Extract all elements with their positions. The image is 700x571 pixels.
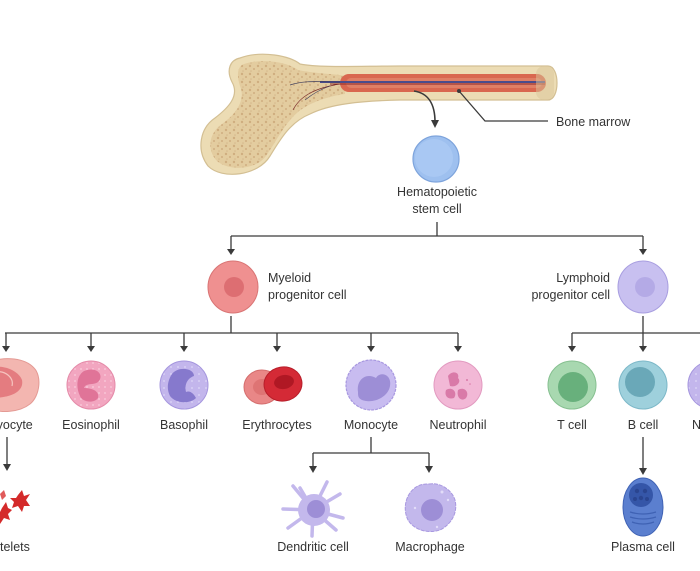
macrophage-label: Macrophage — [395, 540, 465, 554]
basophil-label: Basophil — [160, 418, 208, 432]
b-cell — [618, 360, 668, 410]
spongy-bone — [210, 61, 345, 168]
hematopoietic-stem-cell — [412, 135, 460, 183]
platelets-cell — [0, 490, 30, 524]
platelets-label: telets — [0, 540, 30, 554]
branch-stem — [231, 222, 643, 237]
erythrocytes-cell — [243, 366, 303, 405]
neutrophil-label: Neutrophil — [430, 418, 487, 432]
myeloid-arrows — [2, 333, 462, 352]
nk-cell-label: N — [692, 418, 700, 432]
monocyte-label: Monocyte — [344, 418, 398, 432]
b-cell-label: B cell — [628, 418, 659, 432]
lymphoid-label-line1: Lymphoid — [556, 271, 610, 285]
basophil-cell — [159, 360, 209, 410]
branch-myeloid — [5, 316, 458, 334]
branch-monocyte — [313, 437, 429, 454]
stem-cell-label-line1: Hematopoietic — [397, 185, 477, 199]
femur-bone — [200, 53, 558, 175]
erythrocytes-label: Erythrocytes — [242, 418, 311, 432]
nk-cell — [687, 363, 700, 407]
myeloid-progenitor-cell — [207, 260, 259, 314]
dendritic-cell — [281, 480, 345, 538]
dendritic-cell-label: Dendritic cell — [277, 540, 349, 554]
arrow-head — [639, 249, 647, 255]
branch-lymphoid — [572, 316, 700, 334]
monocyte-cell — [345, 359, 397, 411]
macrophage-cell — [404, 483, 457, 533]
eosinophil-cell — [66, 360, 116, 410]
neutrophil-cell — [433, 360, 483, 410]
megakaryocyte-cell — [0, 358, 40, 412]
eosinophil-label: Eosinophil — [62, 418, 120, 432]
t-cell — [547, 360, 597, 410]
t-cell-label: T cell — [557, 418, 587, 432]
bone-marrow-leader-line — [458, 90, 548, 122]
stem-cell-label-line2: stem cell — [412, 202, 461, 216]
arrow-head — [227, 249, 235, 255]
arrow-head — [431, 120, 439, 128]
megakaryocyte-label: karyocyte — [0, 418, 33, 432]
lymphoid-label-line2: progenitor cell — [531, 288, 610, 302]
lymphoid-progenitor-cell — [617, 260, 669, 314]
myeloid-label-line2: progenitor cell — [268, 288, 347, 302]
bone-marrow-label: Bone marrow — [556, 115, 631, 129]
plasma-cell — [622, 477, 664, 537]
myeloid-label-line1: Myeloid — [268, 271, 311, 285]
lymphoid-arrows — [568, 333, 647, 352]
plasma-cell-label: Plasma cell — [611, 540, 675, 554]
